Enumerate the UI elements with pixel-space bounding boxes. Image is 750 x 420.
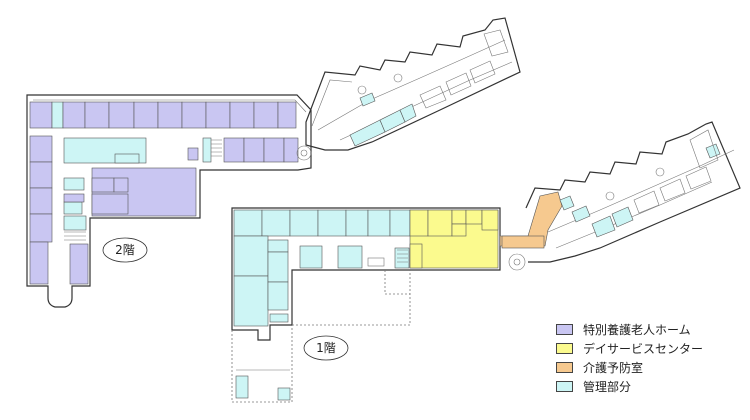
- floor1-plan: [231, 191, 563, 403]
- floor1-angled-wing: [525, 121, 741, 263]
- legend-item-management: 管理部分: [556, 377, 746, 396]
- legend-swatch: [556, 343, 573, 354]
- floor2-angled-wing: [305, 17, 521, 151]
- floor1-label-badge: 1階: [303, 335, 349, 361]
- legend: 特別養護老人ホーム デイサービスセンター 介護予防室 管理部分: [556, 320, 746, 396]
- legend-swatch: [556, 324, 573, 335]
- legend-label: 特別養護老人ホーム: [583, 323, 691, 337]
- legend-item-day-service: デイサービスセンター: [556, 339, 746, 358]
- floor1-label: 1階: [316, 340, 336, 355]
- legend-label: 介護予防室: [583, 361, 644, 375]
- floor2-label-badge: 2階: [102, 237, 148, 263]
- floor2-plan: [26, 94, 312, 308]
- legend-swatch: [556, 381, 573, 392]
- floor2-label: 2階: [115, 242, 135, 257]
- legend-item-care-prevention: 介護予防室: [556, 358, 746, 377]
- legend-item-special-nursing: 特別養護老人ホーム: [556, 320, 746, 339]
- legend-swatch: [556, 362, 573, 373]
- legend-label: デイサービスセンター: [583, 342, 704, 356]
- legend-label: 管理部分: [583, 380, 632, 394]
